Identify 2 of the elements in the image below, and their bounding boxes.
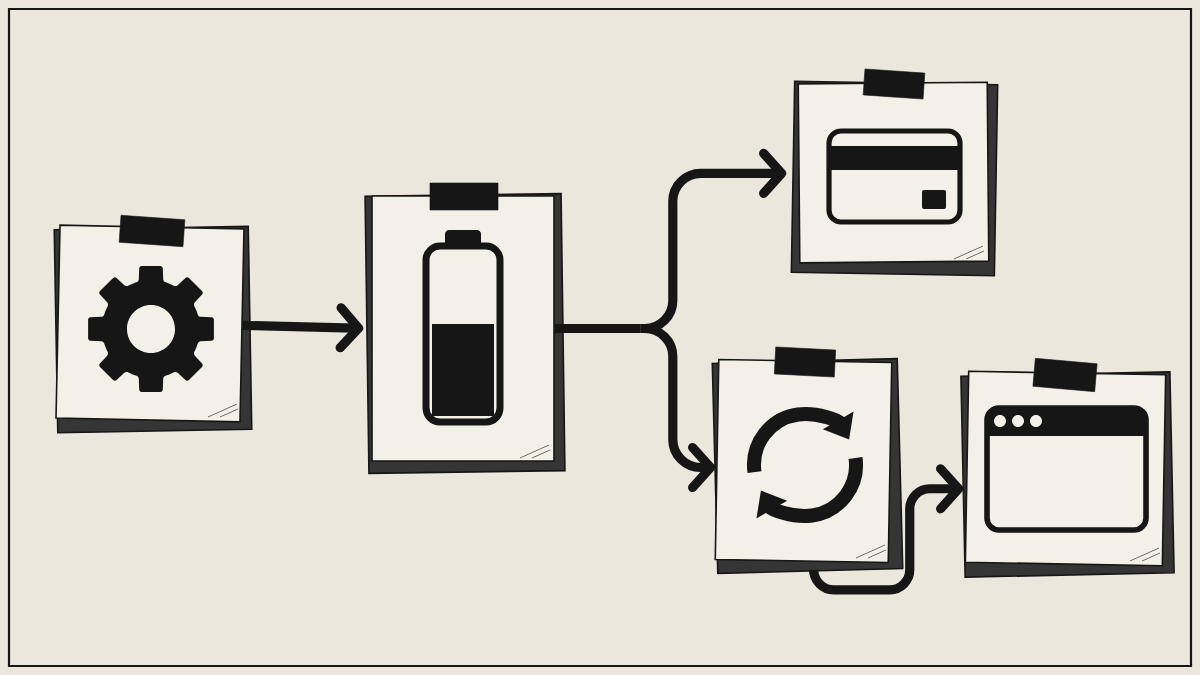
arrow <box>242 303 364 353</box>
arrow <box>640 323 716 493</box>
